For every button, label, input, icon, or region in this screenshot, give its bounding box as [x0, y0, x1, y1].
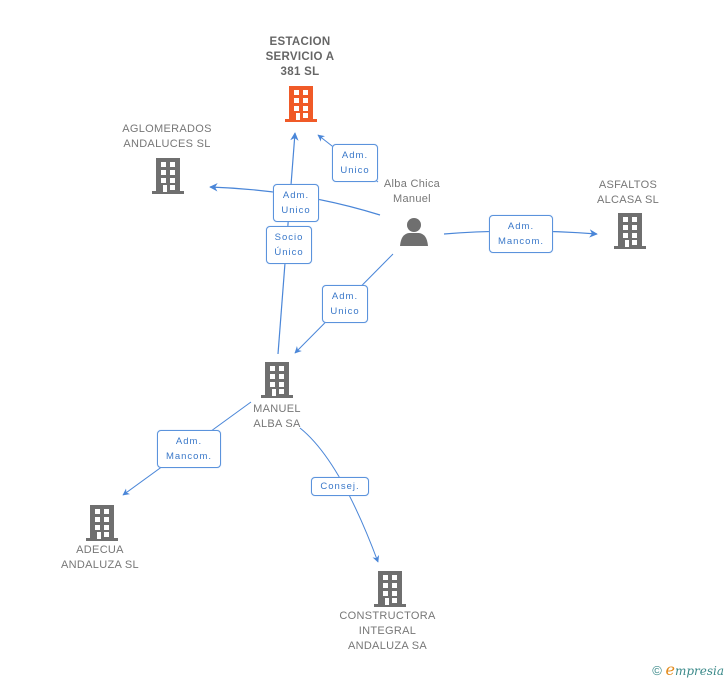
building-icon	[86, 505, 118, 541]
node-label: AGLOMERADOS ANDALUCES SL	[122, 123, 212, 150]
building-icon	[374, 571, 406, 607]
relation-label-alba-aglomerados[interactable]: Adm. Unico	[273, 184, 319, 222]
node-asfaltos-alcasa[interactable]: ASFALTOS ALCASA SL	[580, 178, 676, 249]
relation-label-alba-asfaltos[interactable]: Adm. Mancom.	[489, 215, 553, 253]
building-icon	[285, 86, 317, 122]
person-icon	[400, 218, 428, 246]
relation-label-manuelalba-estacion[interactable]: Socio Único	[266, 226, 312, 264]
relation-label-manuelalba-constructora[interactable]: Consej.	[311, 477, 369, 496]
empresia-logo: empresia	[665, 660, 724, 679]
relation-label-manuelalba-adecua[interactable]: Adm. Mancom.	[157, 430, 221, 468]
node-label: MANUEL ALBA SA	[253, 403, 301, 430]
node-label: CONSTRUCTORA INTEGRAL ANDALUZA SA	[339, 610, 436, 652]
node-label: ADECUA ANDALUZA SL	[61, 544, 139, 571]
node-label: ASFALTOS ALCASA SL	[596, 179, 659, 206]
node-alba-chica-manuel[interactable]: Alba Chica Manuel	[366, 177, 458, 246]
building-icon	[261, 362, 293, 398]
node-estacion-servicio[interactable]: ESTACION SERVICIO A 381 SL	[250, 35, 350, 122]
empresia-watermark: © empresia	[652, 660, 724, 679]
node-adecua-andaluza[interactable]: ADECUA ANDALUZA SL	[50, 505, 150, 573]
node-constructora-integral[interactable]: CONSTRUCTORA INTEGRAL ANDALUZA SA	[330, 571, 445, 654]
node-label: Alba Chica Manuel	[383, 178, 441, 205]
node-label: ESTACION SERVICIO A 381 SL	[265, 36, 335, 78]
relation-label-alba-estacion[interactable]: Adm. Unico	[332, 144, 378, 182]
building-icon	[614, 213, 646, 249]
building-icon	[152, 158, 184, 194]
node-manuel-alba-sa[interactable]: MANUEL ALBA SA	[236, 362, 318, 432]
relation-label-alba-manuelalba[interactable]: Adm. Unico	[322, 285, 368, 323]
node-aglomerados[interactable]: AGLOMERADOS ANDALUCES SL	[112, 122, 222, 194]
copyright-icon: ©	[652, 663, 662, 678]
